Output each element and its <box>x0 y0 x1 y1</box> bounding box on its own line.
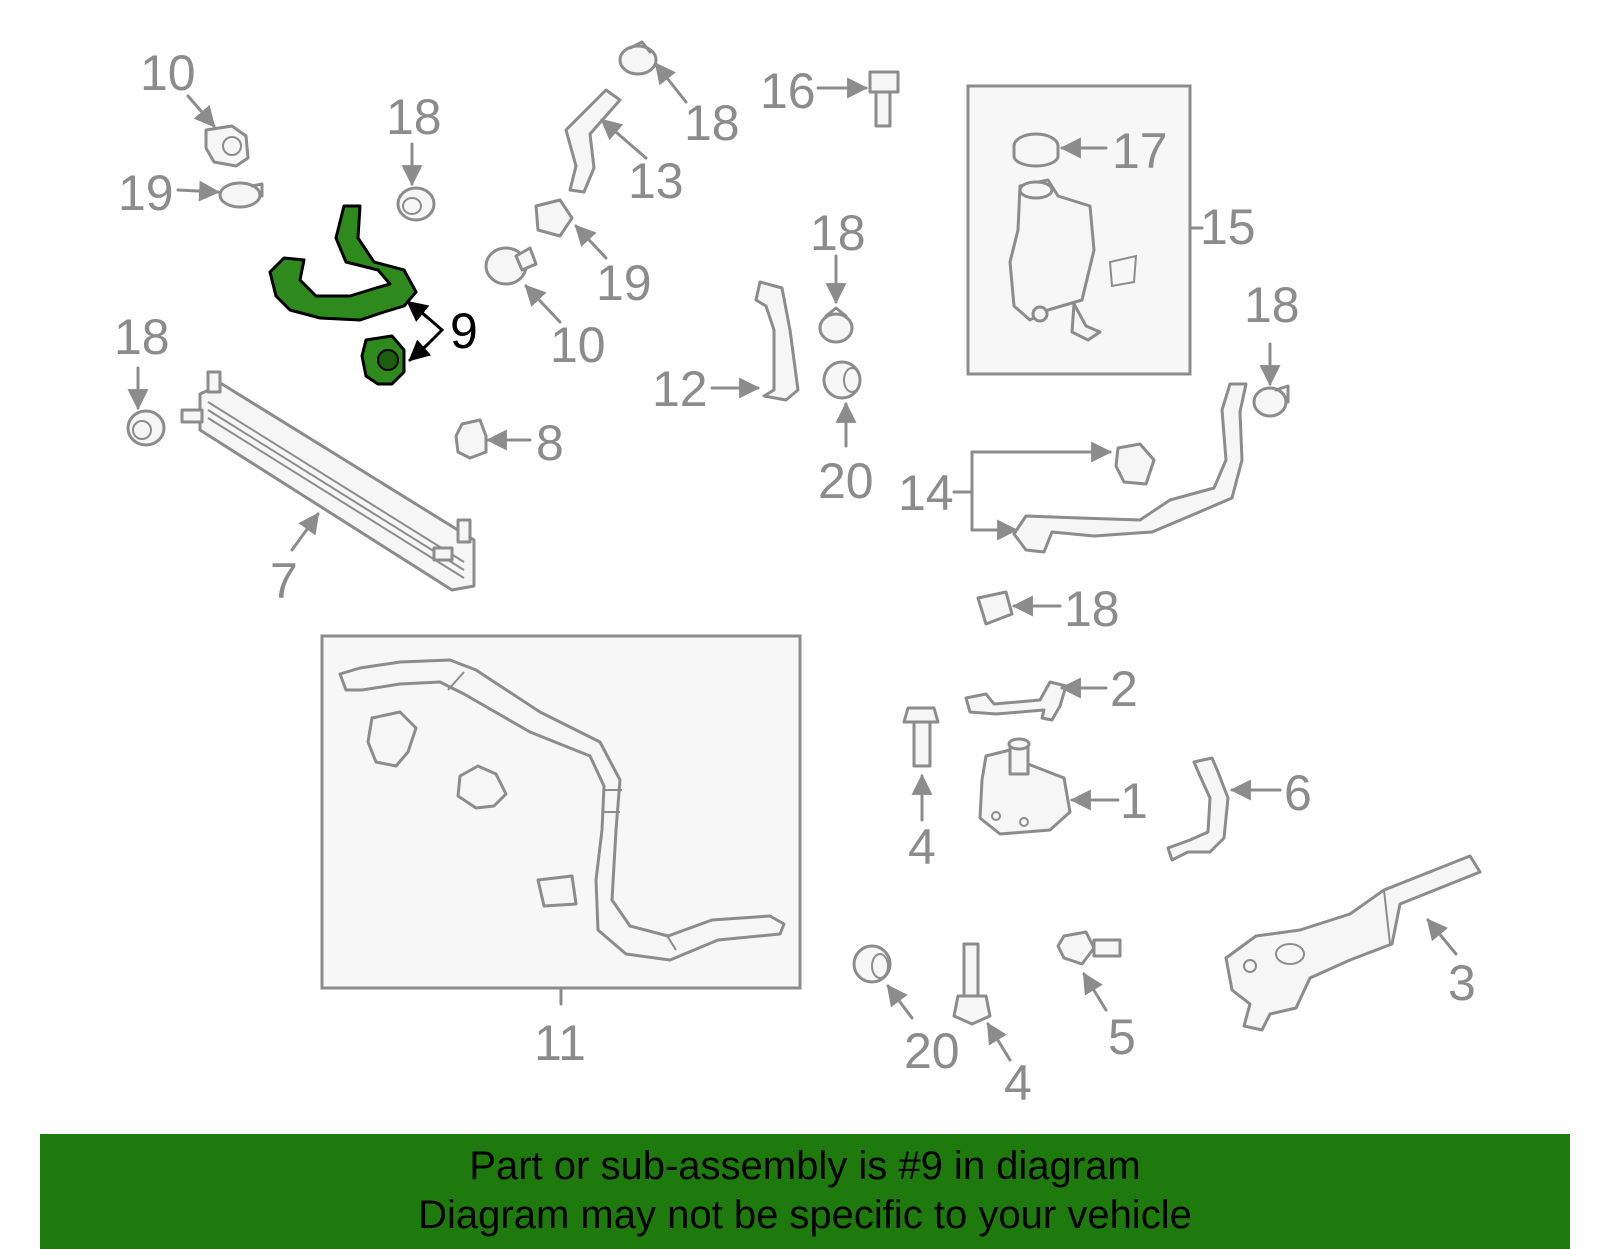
callout-19-top: 19 <box>118 165 174 221</box>
callout-2: 2 <box>1110 661 1138 717</box>
part-12-hose <box>710 280 800 402</box>
callout-17: 17 <box>1112 123 1168 179</box>
part-18-clip-lower <box>976 590 1062 626</box>
callout-10-top: 10 <box>140 45 196 101</box>
part-7-radiator <box>180 370 476 592</box>
callout-10-centre: 10 <box>550 317 606 373</box>
callout-14: 14 <box>898 465 954 521</box>
part-14-hose <box>952 382 1248 554</box>
callout-18-upper: 18 <box>386 89 442 145</box>
part-16-bolt <box>816 70 900 128</box>
part-18-clamp-right <box>1252 342 1290 418</box>
callout-5: 5 <box>1108 1009 1136 1065</box>
part-20-clamp-lower <box>852 944 914 1020</box>
callout-4-lower: 4 <box>1004 1055 1032 1111</box>
callout-18-right: 18 <box>1244 277 1300 333</box>
callout-15: 15 <box>1200 199 1256 255</box>
part-1-water-pump <box>978 737 1120 836</box>
part-18-clamp-top <box>618 40 688 104</box>
part-13-hose <box>564 88 648 194</box>
part-19-clamp-top-left <box>176 180 264 209</box>
banner-line-1: Part or sub-assembly is #9 in diagram <box>469 1144 1141 1188</box>
callout-20-centre: 20 <box>818 453 874 509</box>
banner-line-2: Diagram may not be specific to your vehi… <box>418 1193 1192 1237</box>
part-9-hose-highlighted <box>268 204 445 386</box>
callout-19-centre: 19 <box>596 255 652 311</box>
callout-1: 1 <box>1120 773 1148 829</box>
part-10-clip-centre <box>484 246 562 324</box>
part-4-bolt-lower <box>952 942 1012 1062</box>
part-17-cap <box>1012 132 1108 168</box>
callout-6: 6 <box>1284 765 1312 821</box>
callout-20-lower: 20 <box>904 1023 960 1079</box>
callout-16: 16 <box>760 63 816 119</box>
part-18-clamp-upper <box>396 142 436 222</box>
callout-4-upper: 4 <box>908 819 936 875</box>
callout-18-mid: 18 <box>810 205 866 261</box>
callout-18-left: 18 <box>114 309 170 365</box>
part-4-bolt-upper <box>902 706 940 822</box>
part-3-mount-bracket <box>1224 854 1482 1032</box>
part-11-hose-assembly <box>338 658 786 1006</box>
part-6-sensor-harness <box>1166 756 1282 862</box>
callout-13: 13 <box>628 153 684 209</box>
part-20-clamp-centre <box>822 360 862 448</box>
callout-12: 12 <box>652 361 708 417</box>
part-18-clamp-mid <box>818 254 854 344</box>
part-19-clamp-centre <box>534 198 608 260</box>
part-10-clip-top-left <box>186 94 250 168</box>
info-banner: Part or sub-assembly is #9 in diagram Di… <box>40 1134 1570 1249</box>
callout-18-lower: 18 <box>1064 581 1120 637</box>
part-2-harness <box>964 677 1108 722</box>
callout-9-highlighted: 9 <box>450 303 478 359</box>
part-8-plug <box>454 418 532 460</box>
parts-diagram: 10 19 18 9 18 7 <box>114 40 1482 1111</box>
callout-3: 3 <box>1448 955 1476 1011</box>
callout-18-top: 18 <box>684 95 740 151</box>
part-15-reservoir-tank <box>1008 178 1204 342</box>
callout-7: 7 <box>270 553 298 609</box>
callout-11: 11 <box>534 1015 586 1071</box>
part-5-screw <box>1056 930 1122 1012</box>
part-18-clamp-left <box>126 366 166 447</box>
callout-8: 8 <box>536 415 564 471</box>
